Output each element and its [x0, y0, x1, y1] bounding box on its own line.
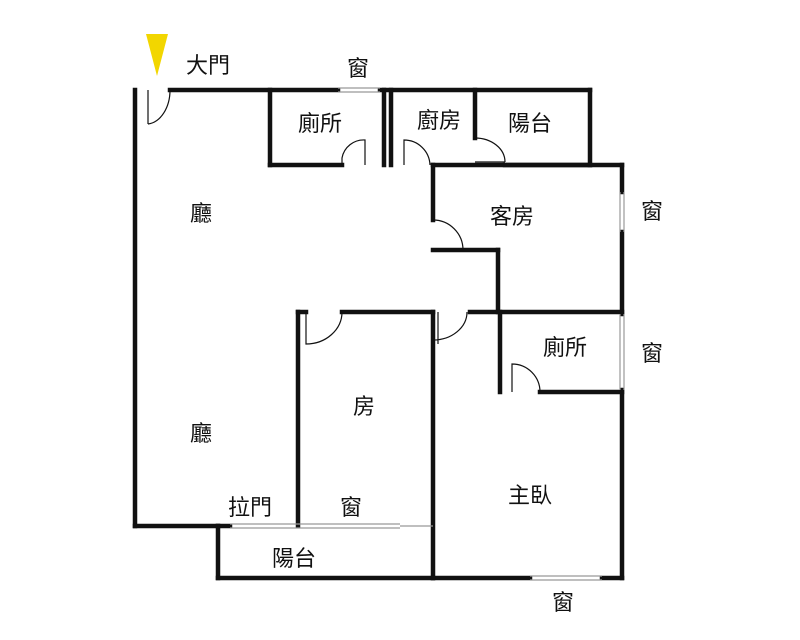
toilet-1-label: 廁所 [298, 112, 342, 137]
room-door [305, 311, 343, 345]
room-label: 房 [353, 395, 375, 420]
toilet-1-door [341, 139, 366, 165]
sliding-door-label: 拉門 [228, 496, 272, 521]
guest-room-door [432, 219, 464, 251]
main-door [147, 89, 171, 125]
window-guest-label: 窗 [641, 200, 663, 225]
kitchen-door [403, 139, 431, 166]
living-top-label: 廳 [190, 202, 212, 227]
window-room [298, 523, 400, 529]
window-bottom-label: 窗 [552, 591, 574, 616]
room-labels: 大門 窗 廁所 廚房 陽台 廳 客房 窗 廁所 窗 房 廳 主臥 拉門 窗 陽台… [186, 54, 663, 616]
entrance-arrow-icon [146, 34, 168, 76]
main-door-label: 大門 [186, 54, 230, 79]
doors [147, 89, 541, 393]
window-room-label: 窗 [340, 496, 362, 521]
window-toilet-2 [619, 314, 625, 390]
balcony-bottom-label: 陽台 [272, 547, 316, 572]
kitchen-label: 廚房 [417, 109, 461, 134]
window-top [338, 87, 380, 93]
balcony-door [474, 137, 506, 163]
living-bottom-label: 廳 [190, 422, 212, 447]
window-guest [619, 192, 625, 232]
toilet-2-label: 廁所 [543, 336, 587, 361]
balcony-top-label: 陽台 [508, 112, 552, 137]
master-door [432, 311, 468, 344]
sliding-door-track [230, 523, 433, 529]
window-toilet-2-label: 窗 [641, 342, 663, 367]
windows [230, 87, 625, 581]
guest-room-label: 客房 [490, 205, 534, 230]
window-bottom [530, 575, 602, 581]
window-top-label: 窗 [347, 57, 369, 82]
toilet-2-door [511, 363, 541, 393]
master-bedroom-label: 主臥 [508, 484, 552, 509]
walls [132, 87, 625, 581]
